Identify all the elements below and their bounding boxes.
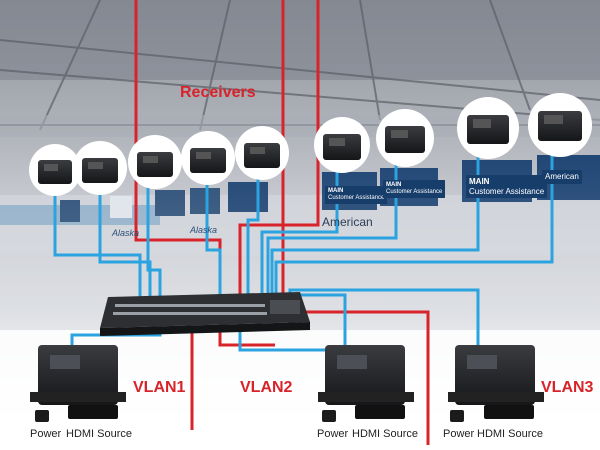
receiver-device xyxy=(376,109,434,167)
sign-american-small: American xyxy=(545,172,579,181)
blue-cable xyxy=(53,185,142,298)
transmitter-vlan3 xyxy=(448,345,544,422)
sign-american: American xyxy=(322,215,373,229)
blue-cable xyxy=(266,162,398,298)
receivers-group xyxy=(29,93,592,196)
blue-cable xyxy=(270,150,480,298)
power-adapter xyxy=(450,410,464,422)
transmitter-vlan2 xyxy=(318,345,414,422)
blue-cable xyxy=(205,178,222,298)
receiver-device xyxy=(314,117,370,173)
hdmi-source-device xyxy=(355,405,405,419)
blue-cable xyxy=(146,182,162,298)
sign-main-title: MAIN xyxy=(469,177,490,186)
sign-alaska: Alaska xyxy=(190,225,218,235)
receiver-device xyxy=(181,131,235,185)
receiver-device xyxy=(528,93,592,157)
sign-main-sub: Customer Assistance xyxy=(386,189,443,196)
hdmi-source-device xyxy=(484,405,534,419)
sign-main-title: MAIN xyxy=(328,188,344,194)
hdmi-source-device xyxy=(68,405,118,419)
blue-cable xyxy=(98,185,152,298)
receiver-device xyxy=(457,97,519,159)
power-label: Power xyxy=(30,428,62,440)
vlan2-label: VLAN2 xyxy=(240,379,293,396)
power-adapter xyxy=(322,410,336,422)
blue-cables xyxy=(53,145,554,352)
receivers-label: Receivers xyxy=(180,84,256,101)
sign-main-sub: Customer Assistance xyxy=(328,195,385,202)
receiver-device xyxy=(235,126,289,180)
vlan1-label: VLAN1 xyxy=(133,379,186,396)
sign-main: American xyxy=(542,170,582,184)
blue-cable xyxy=(274,145,554,298)
network-switch xyxy=(100,292,310,336)
hdmi-source-label: HDMI Source xyxy=(477,428,544,440)
receiver-device xyxy=(29,144,81,196)
transmitter-vlan1 xyxy=(30,345,126,422)
power-adapter xyxy=(35,410,49,422)
vlan3-label: VLAN3 xyxy=(541,379,594,396)
power-label: Power xyxy=(443,428,475,440)
power-label: Power xyxy=(317,428,349,440)
sign-alaska: Alaska xyxy=(112,228,140,238)
receiver-device xyxy=(73,141,127,195)
sign-main-title: MAIN xyxy=(386,182,402,188)
sign-main-sub: Customer Assistance xyxy=(469,186,545,196)
hdmi-source-label: HDMI Source xyxy=(352,428,419,440)
hdmi-source-label: HDMI Source xyxy=(66,428,133,440)
blue-cable xyxy=(246,176,260,298)
receiver-device xyxy=(128,135,182,189)
